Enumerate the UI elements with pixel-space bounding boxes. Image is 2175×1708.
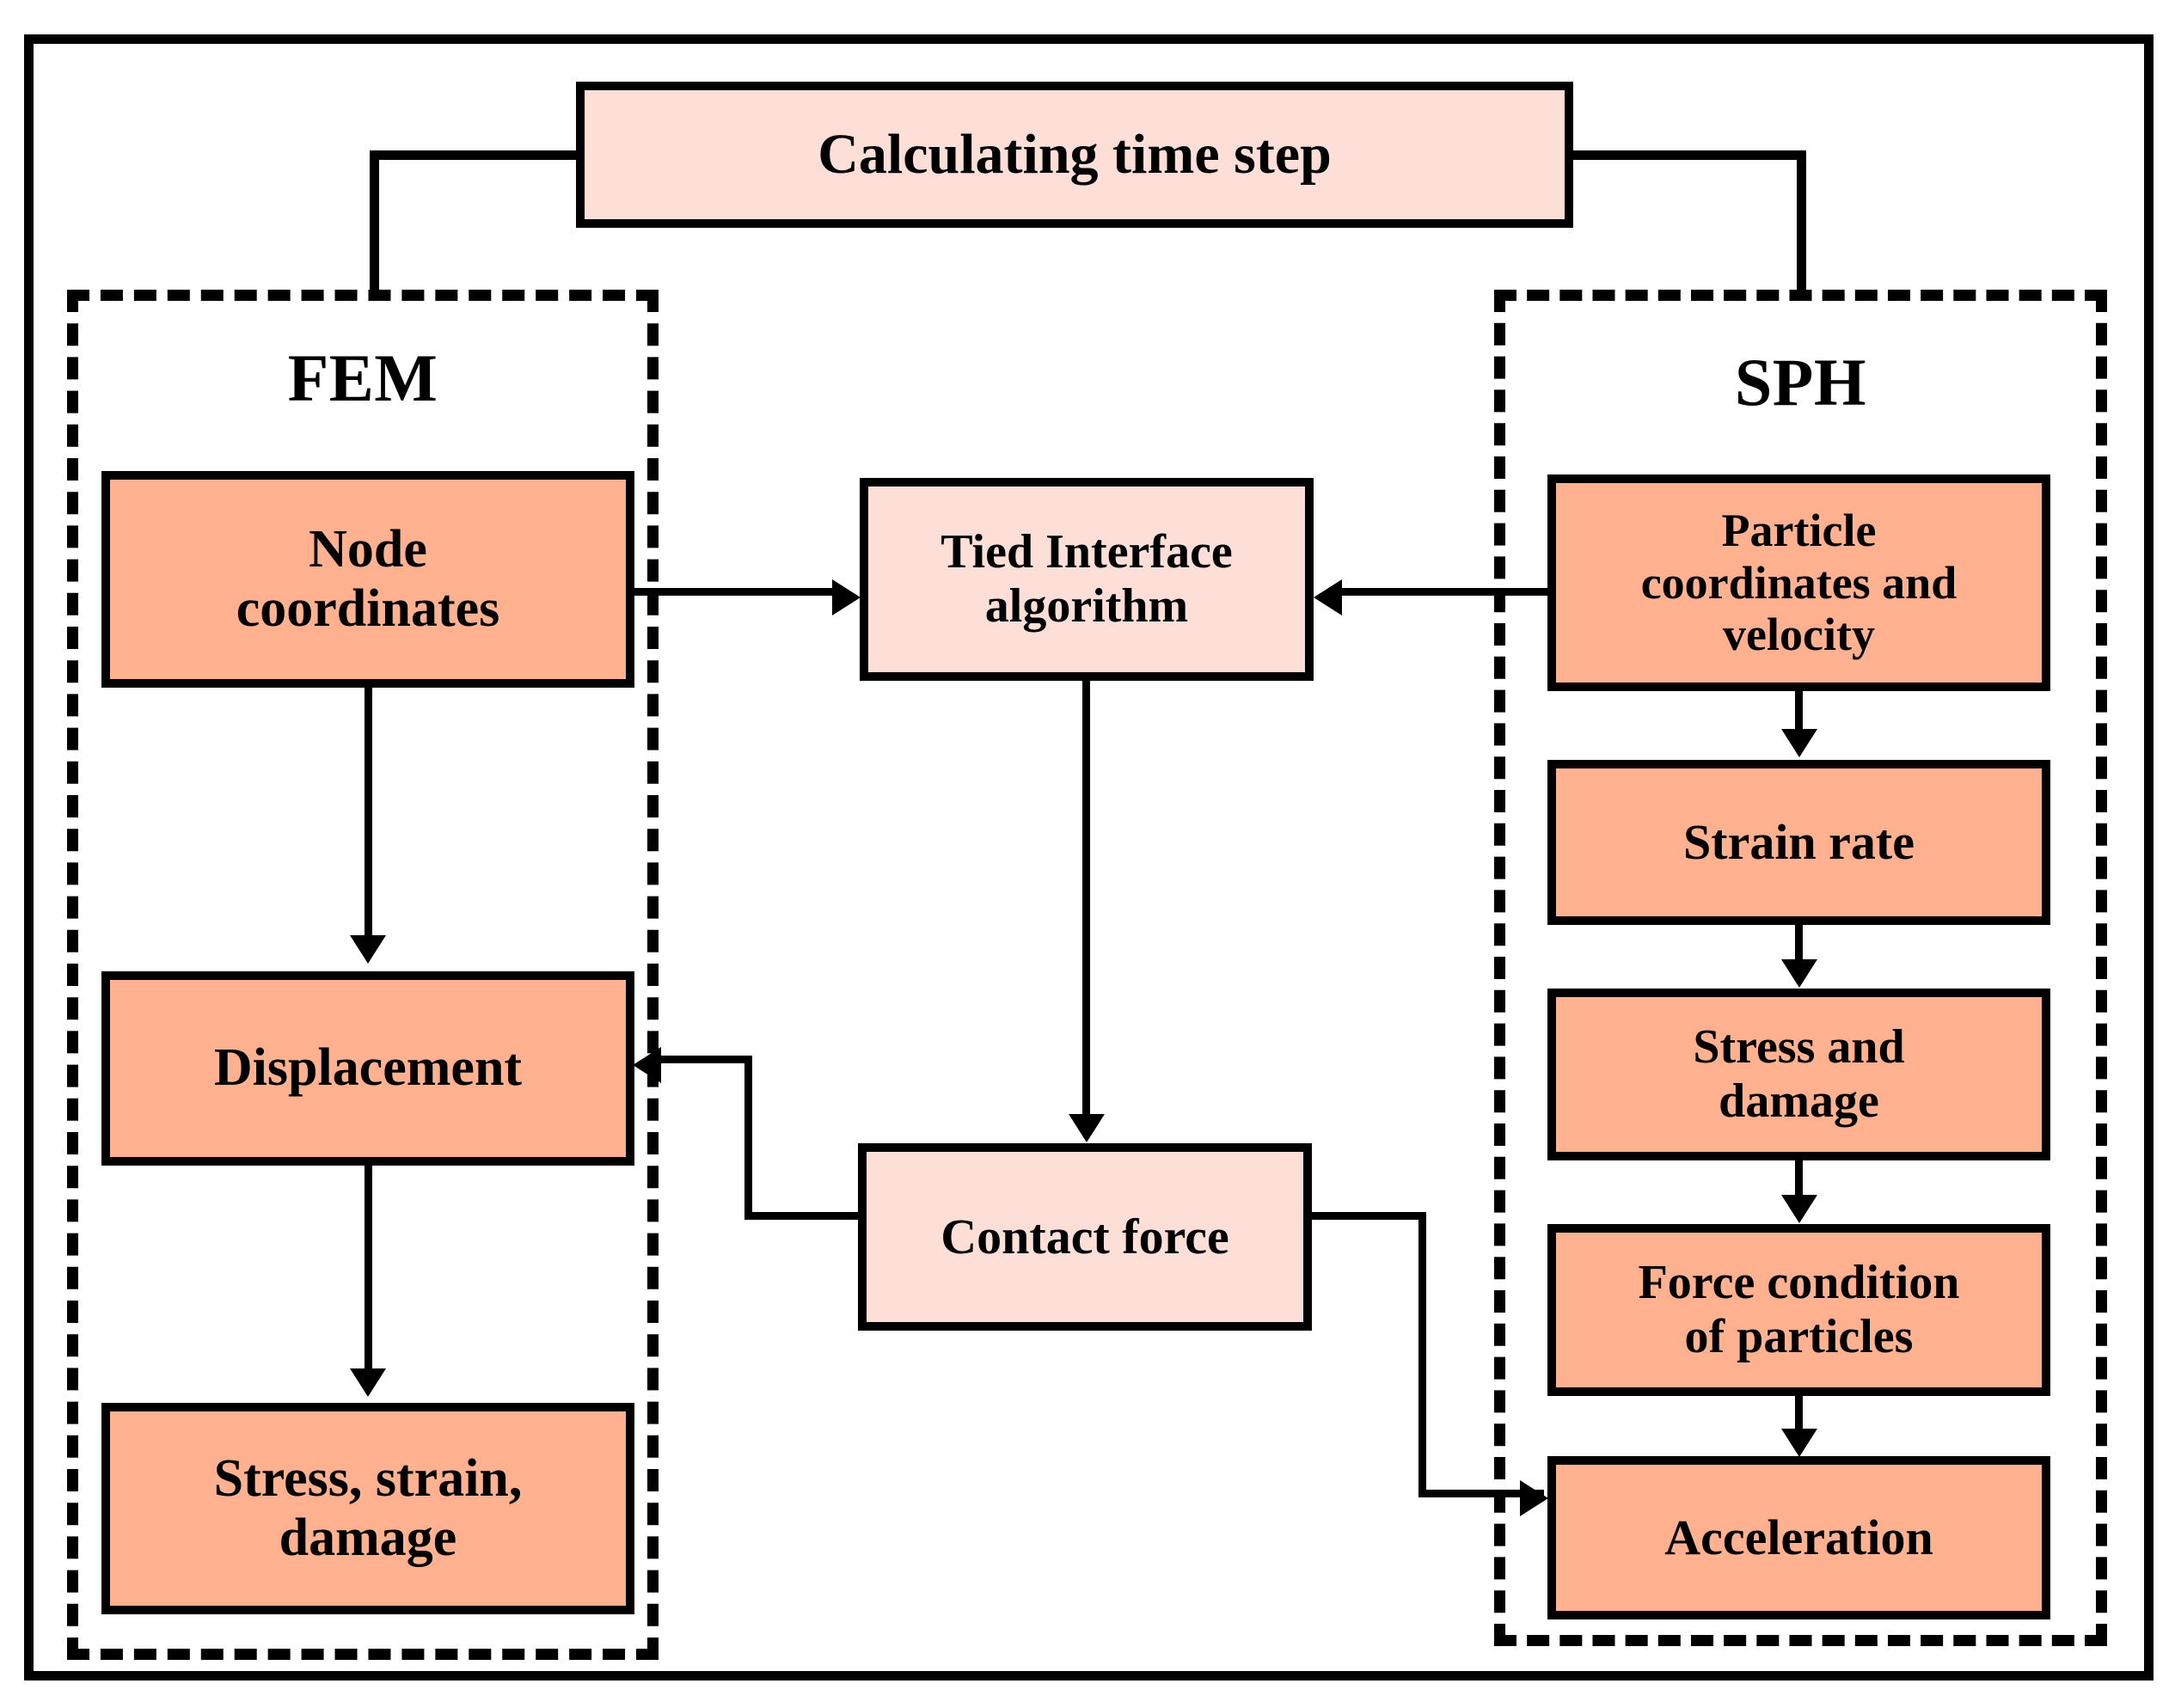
strain-rate-box[interactable]: Strain rate [1547,760,2050,925]
calculating-time-step-box[interactable]: Calculating time step [576,82,1573,228]
particle-coordinates-velocity-box[interactable]: Particle coordinates and velocity [1547,474,2050,691]
stress-strain-damage-box[interactable]: Stress, strain, damage [101,1403,634,1614]
arrowhead-nodecoords-to-tiedinterface [832,579,861,615]
particle-coordinates-velocity-label: Particle coordinates and velocity [1640,505,1958,661]
arrowhead-displacement-to-stressstrain [350,1368,386,1397]
displacement-box[interactable]: Displacement [101,971,634,1166]
arrowhead-contactforce-to-acceleration [1520,1480,1548,1516]
connector-forcecondition-to-acceleration [1795,1396,1803,1432]
connector-stressdamage-to-forcecondition [1795,1160,1803,1198]
fem-group-container [67,290,659,1660]
stress-and-damage-label: Stress and damage [1693,1020,1905,1128]
arrowhead-strainrate-to-stressdamage [1781,959,1817,988]
contact-force-label: Contact force [940,1208,1229,1264]
tied-interface-algorithm-box[interactable]: Tied Interface algorithm [860,478,1314,681]
connector-contactforce-to-acceleration-seg3 [1418,1490,1544,1497]
arrowhead-tiedinterface-to-contactforce [1069,1114,1105,1142]
connector-displacement-to-stressstrain [365,1166,372,1370]
force-condition-of-particles-box[interactable]: Force condition of particles [1547,1224,2050,1396]
arrowhead-nodecoords-to-displacement [350,935,386,964]
stress-strain-damage-label: Stress, strain, damage [213,1448,523,1567]
fem-group-label: FEM [67,340,659,417]
connector-strainrate-to-stressdamage [1795,925,1803,963]
tied-interface-algorithm-label: Tied Interface algorithm [940,525,1233,633]
arrowhead-stressdamage-to-forcecondition [1781,1195,1817,1223]
connector-timestep-to-fem-horizontal [370,150,580,160]
calculating-time-step-label: Calculating time step [818,123,1332,187]
connector-nodecoords-to-tiedinterface [634,588,834,596]
connector-tiedinterface-to-contactforce [1082,681,1090,1117]
arrowhead-particle-to-strainrate [1781,729,1817,757]
connector-contactforce-to-displacement-seg1 [744,1212,865,1220]
connector-particle-to-strainrate [1795,691,1803,732]
connector-contactforce-to-acceleration-seg2 [1418,1212,1426,1497]
connector-timestep-to-fem-vertical [370,150,379,301]
force-condition-of-particles-label: Force condition of particles [1638,1256,1960,1363]
connector-particle-to-tiedinterface [1341,588,1552,596]
sph-group-label-text: SPH [1734,345,1867,419]
connector-nodecoords-to-displacement [365,688,372,937]
node-coordinates-label: Node coordinates [236,519,500,638]
connector-contactforce-to-acceleration-seg1 [1307,1212,1425,1220]
connector-contactforce-to-displacement-seg2 [744,1056,752,1219]
acceleration-box[interactable]: Acceleration [1547,1456,2050,1619]
acceleration-label: Acceleration [1664,1509,1933,1565]
arrowhead-particle-to-tiedinterface [1314,579,1342,615]
arrowhead-contactforce-to-displacement [633,1047,661,1083]
strain-rate-label: Strain rate [1683,813,1915,870]
connector-timestep-to-sph-horizontal [1569,150,1805,160]
connector-contactforce-to-displacement-seg3 [660,1056,751,1063]
node-coordinates-box[interactable]: Node coordinates [101,471,634,688]
arrowhead-forcecondition-to-acceleration [1781,1429,1817,1457]
diagram-outer-frame [24,34,2154,1680]
displacement-label: Displacement [213,1038,523,1098]
connector-timestep-to-sph-vertical [1797,150,1806,301]
stress-and-damage-box[interactable]: Stress and damage [1547,989,2050,1160]
fem-group-label-text: FEM [287,340,438,415]
sph-group-container [1494,290,2107,1646]
contact-force-box[interactable]: Contact force [858,1143,1312,1331]
sph-group-label: SPH [1494,344,2107,421]
